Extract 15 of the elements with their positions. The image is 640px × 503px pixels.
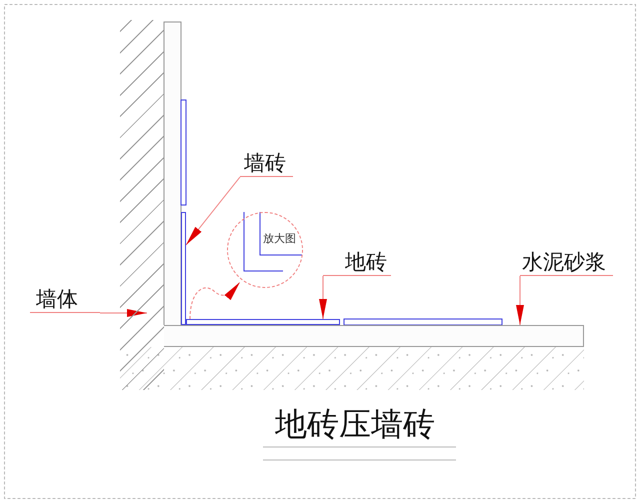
floor-tile xyxy=(186,319,340,325)
callout-text: 水泥砂浆 xyxy=(520,249,613,276)
magnifier-circle xyxy=(227,212,303,288)
leader-arrow xyxy=(100,309,148,317)
wall-tile xyxy=(181,212,186,325)
callout-text: 墙砖 xyxy=(240,150,293,177)
leader-arrow xyxy=(190,282,240,320)
callout-text: 墙体 xyxy=(30,286,100,313)
mortar-layer xyxy=(164,325,584,347)
leader-arrow xyxy=(319,276,327,320)
callout-text: 地砖 xyxy=(323,249,391,276)
leader-arrow xyxy=(186,176,240,246)
diagram-title: 地砖压墙砖 xyxy=(275,405,435,443)
magnifier-label: 放大图 xyxy=(263,231,296,246)
leader-arrow xyxy=(516,276,524,326)
